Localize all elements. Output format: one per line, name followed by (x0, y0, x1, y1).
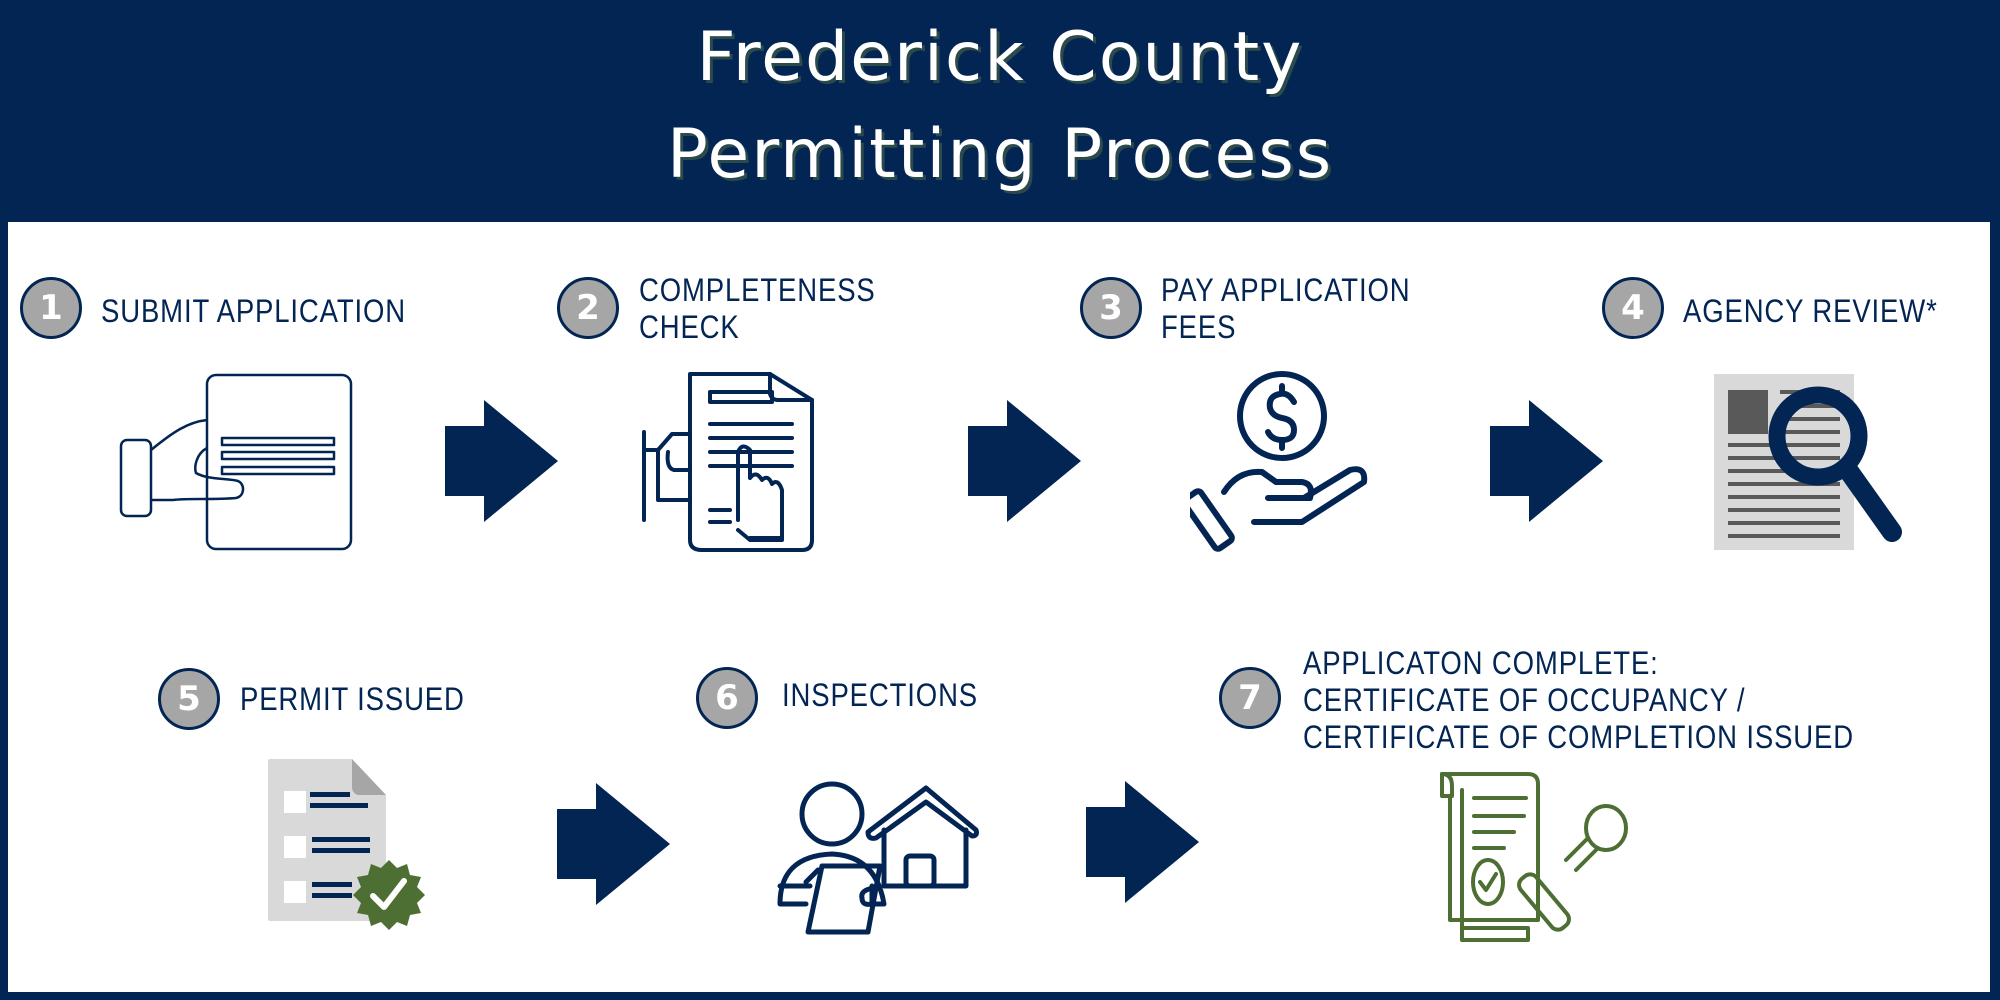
hand-holding-dollar-coin-icon (1190, 371, 1368, 552)
document-checklist-pointing-hand-icon (642, 372, 814, 552)
step-7-label-line-3: CERTIFICATE OF COMPLETION ISSUED (1303, 719, 1854, 755)
document-magnifying-glass-icon (1714, 374, 1902, 550)
right-arrow-icon-4 (557, 783, 670, 905)
hand-holding-document-icon (119, 373, 353, 551)
page-title-line-2: Permitting Process (666, 115, 1334, 194)
step-6-number-badge: 6 (696, 667, 758, 729)
step-2-number-badge: 2 (557, 277, 619, 339)
step-3-label-line-2: FEES (1161, 309, 1237, 345)
step-2-label-line-1: COMPLETENESS (639, 272, 876, 308)
step-3-label: PAY APPLICATION FEES (1161, 272, 1410, 346)
step-7-label: APPLICATON COMPLETE: CERTIFICATE OF OCCU… (1303, 645, 1854, 756)
step-5-label: PERMIT ISSUED (240, 681, 465, 718)
step-4-number-badge: 4 (1602, 277, 1664, 339)
step-4-label-line: AGENCY REVIEW* (1683, 293, 1938, 329)
step-5-number-badge: 5 (158, 668, 220, 730)
header-banner: Frederick County Permitting Process (0, 0, 2000, 222)
right-arrow-icon-1 (445, 400, 558, 522)
step-1-label-line: SUBMIT APPLICATION (101, 293, 407, 329)
right-arrow-icon-5 (1086, 781, 1199, 903)
step-2-label-line-2: CHECK (639, 309, 740, 345)
step-6-label-line: INSPECTIONS (782, 677, 979, 713)
step-3-number-badge: 3 (1080, 277, 1142, 339)
right-arrow-icon-2 (968, 400, 1081, 522)
step-5-label-line: PERMIT ISSUED (240, 681, 465, 717)
step-2-label: COMPLETENESS CHECK (639, 272, 876, 346)
certificate-stamp-icon (1440, 772, 1628, 942)
step-7-number-badge: 7 (1219, 667, 1281, 729)
step-1-number-badge: 1 (20, 277, 82, 339)
checklist-approved-badge-icon (268, 759, 425, 930)
step-7-label-line-1: APPLICATON COMPLETE: (1303, 645, 1659, 681)
step-7-label-line-2: CERTIFICATE OF OCCUPANCY / (1303, 682, 1746, 718)
step-6-label: INSPECTIONS (782, 677, 978, 714)
step-3-label-line-1: PAY APPLICATION (1161, 272, 1411, 308)
right-arrow-icon-3 (1490, 400, 1603, 522)
step-4-label: AGENCY REVIEW* (1683, 293, 1938, 330)
step-1-label: SUBMIT APPLICATION (101, 293, 406, 330)
page-title-line-1: Frederick County (696, 18, 1304, 97)
inspector-house-icon (777, 781, 979, 935)
